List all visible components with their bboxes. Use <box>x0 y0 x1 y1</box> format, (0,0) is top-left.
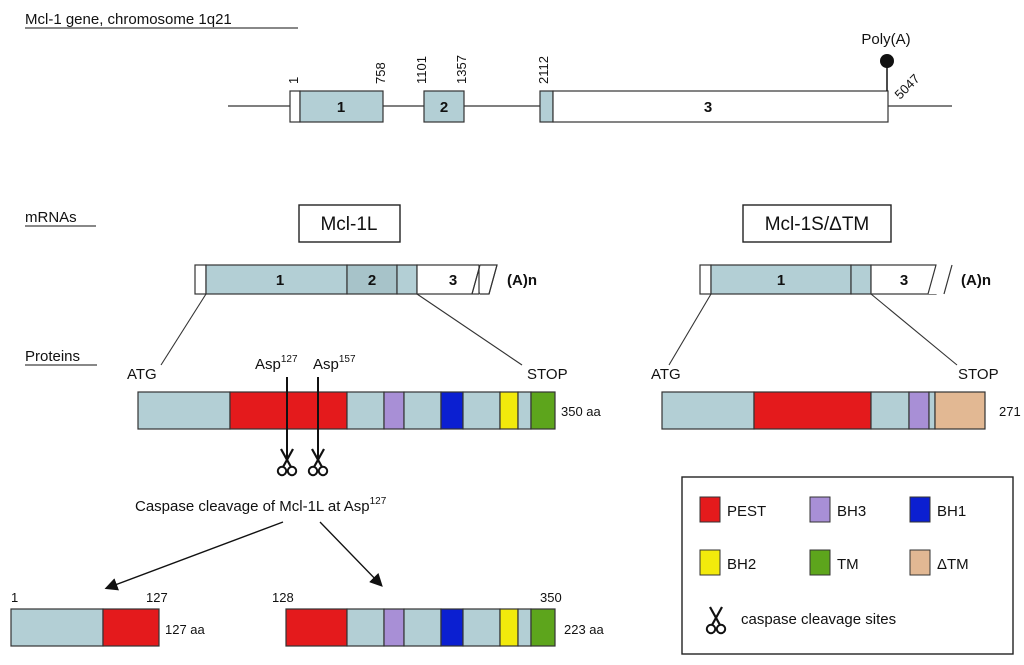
gene-pos-2112: 2112 <box>536 56 551 84</box>
gene-exon-1-label: 1 <box>337 99 345 116</box>
mcl1l-mrna <box>194 264 498 295</box>
mcl1l-exon-2-label: 2 <box>368 272 376 289</box>
mcl1l-proj-left <box>160 293 207 366</box>
mcl1s-exon-3-label: 3 <box>900 272 908 289</box>
mrnas-heading: mRNAs <box>25 209 77 226</box>
mcl1l-proj-right <box>416 293 523 366</box>
frag1-length: 127 aa <box>165 622 206 637</box>
gene-exon-2 <box>423 90 465 123</box>
cleavage-caption: Caspase cleavage of Mcl-1L at Asp127 <box>135 496 387 515</box>
gene-exon-3-utr <box>552 90 889 123</box>
fragment-1-bar <box>10 608 160 647</box>
legend-label-pest: PEST <box>727 503 766 520</box>
gene-pos-758: 758 <box>373 62 388 84</box>
mcl1l-atg-label: ATG <box>127 366 157 383</box>
gene-exon-3-coding <box>539 90 554 123</box>
gene-exon-2-label: 2 <box>440 99 448 116</box>
asp157-label: Asp157 <box>313 354 356 373</box>
asp127-label: Asp127 <box>255 354 298 373</box>
frag1-end-label: 127 <box>146 590 168 605</box>
mcl1s-protein-bar <box>661 391 986 430</box>
arrow-to-fragment-1 <box>104 521 284 591</box>
arrow-to-fragment-2 <box>319 521 383 587</box>
mcl1s-polya-tail: (A)n <box>961 272 991 289</box>
mcl1s-length: 271 <box>999 404 1021 419</box>
gene-exon-3-label: 3 <box>704 99 712 116</box>
mcl1s-atg-label: ATG <box>651 366 681 383</box>
gene-heading: Mcl-1 gene, chromosome 1q21 <box>25 11 232 28</box>
legend-swatch-bh2 <box>699 549 721 576</box>
mcl1s-exon-1-label: 1 <box>777 272 785 289</box>
legend-swatch-bh3 <box>809 496 831 523</box>
gene-pos-1101: 1101 <box>414 56 429 84</box>
legend-label-bh2: BH2 <box>727 556 756 573</box>
mcl1s-mrna <box>699 264 953 295</box>
frag1-start-label: 1 <box>11 590 18 605</box>
mcl1s-stop-label: STOP <box>958 366 999 383</box>
mcl1l-title-box <box>298 204 401 243</box>
mcl1l-stop-label: STOP <box>527 366 568 383</box>
gene-pos-1357: 1357 <box>454 55 469 84</box>
gene-exon-1 <box>299 90 384 123</box>
mcl1s-title-box <box>742 204 892 243</box>
legend-box <box>681 476 1014 655</box>
mcl1l-title: Mcl-1L <box>320 214 377 235</box>
legend-swatch-pest <box>699 496 721 523</box>
legend-swatch-bh1 <box>909 496 931 523</box>
polya-marker-icon <box>880 54 894 68</box>
mcl1l-exon-1-label: 1 <box>276 272 284 289</box>
legend-label-scissors: caspase cleavage sites <box>741 611 896 628</box>
frag2-length: 223 aa <box>564 622 605 637</box>
mcl1l-polya-tail: (A)n <box>507 272 537 289</box>
mcl1l-length: 350 aa <box>561 404 602 419</box>
mcl1s-title: Mcl-1S/ΔTM <box>765 214 870 235</box>
mcl1s-proj-right <box>870 293 958 366</box>
legend-label-tm: TM <box>837 556 859 573</box>
gene-pos-1: 1 <box>286 77 301 84</box>
frag2-end-label: 350 <box>540 590 562 605</box>
mcl1l-protein-bar <box>137 391 556 430</box>
polya-label: Poly(A) <box>861 31 910 48</box>
proteins-heading: Proteins <box>25 348 80 365</box>
frag2-start-label: 128 <box>272 590 294 605</box>
legend-label-bh1: BH1 <box>937 503 966 520</box>
legend-swatch-dtm <box>909 549 931 576</box>
legend-label-dtm: ΔTM <box>937 556 969 573</box>
mcl1s-proj-left <box>668 293 712 366</box>
gene-pos-5047: 5047 <box>892 71 923 102</box>
mcl1l-exon-3-label: 3 <box>449 272 457 289</box>
legend-label-bh3: BH3 <box>837 503 866 520</box>
legend-swatch-tm <box>809 549 831 576</box>
fragment-2-bar <box>285 608 556 647</box>
gene-utr5 <box>289 90 301 123</box>
